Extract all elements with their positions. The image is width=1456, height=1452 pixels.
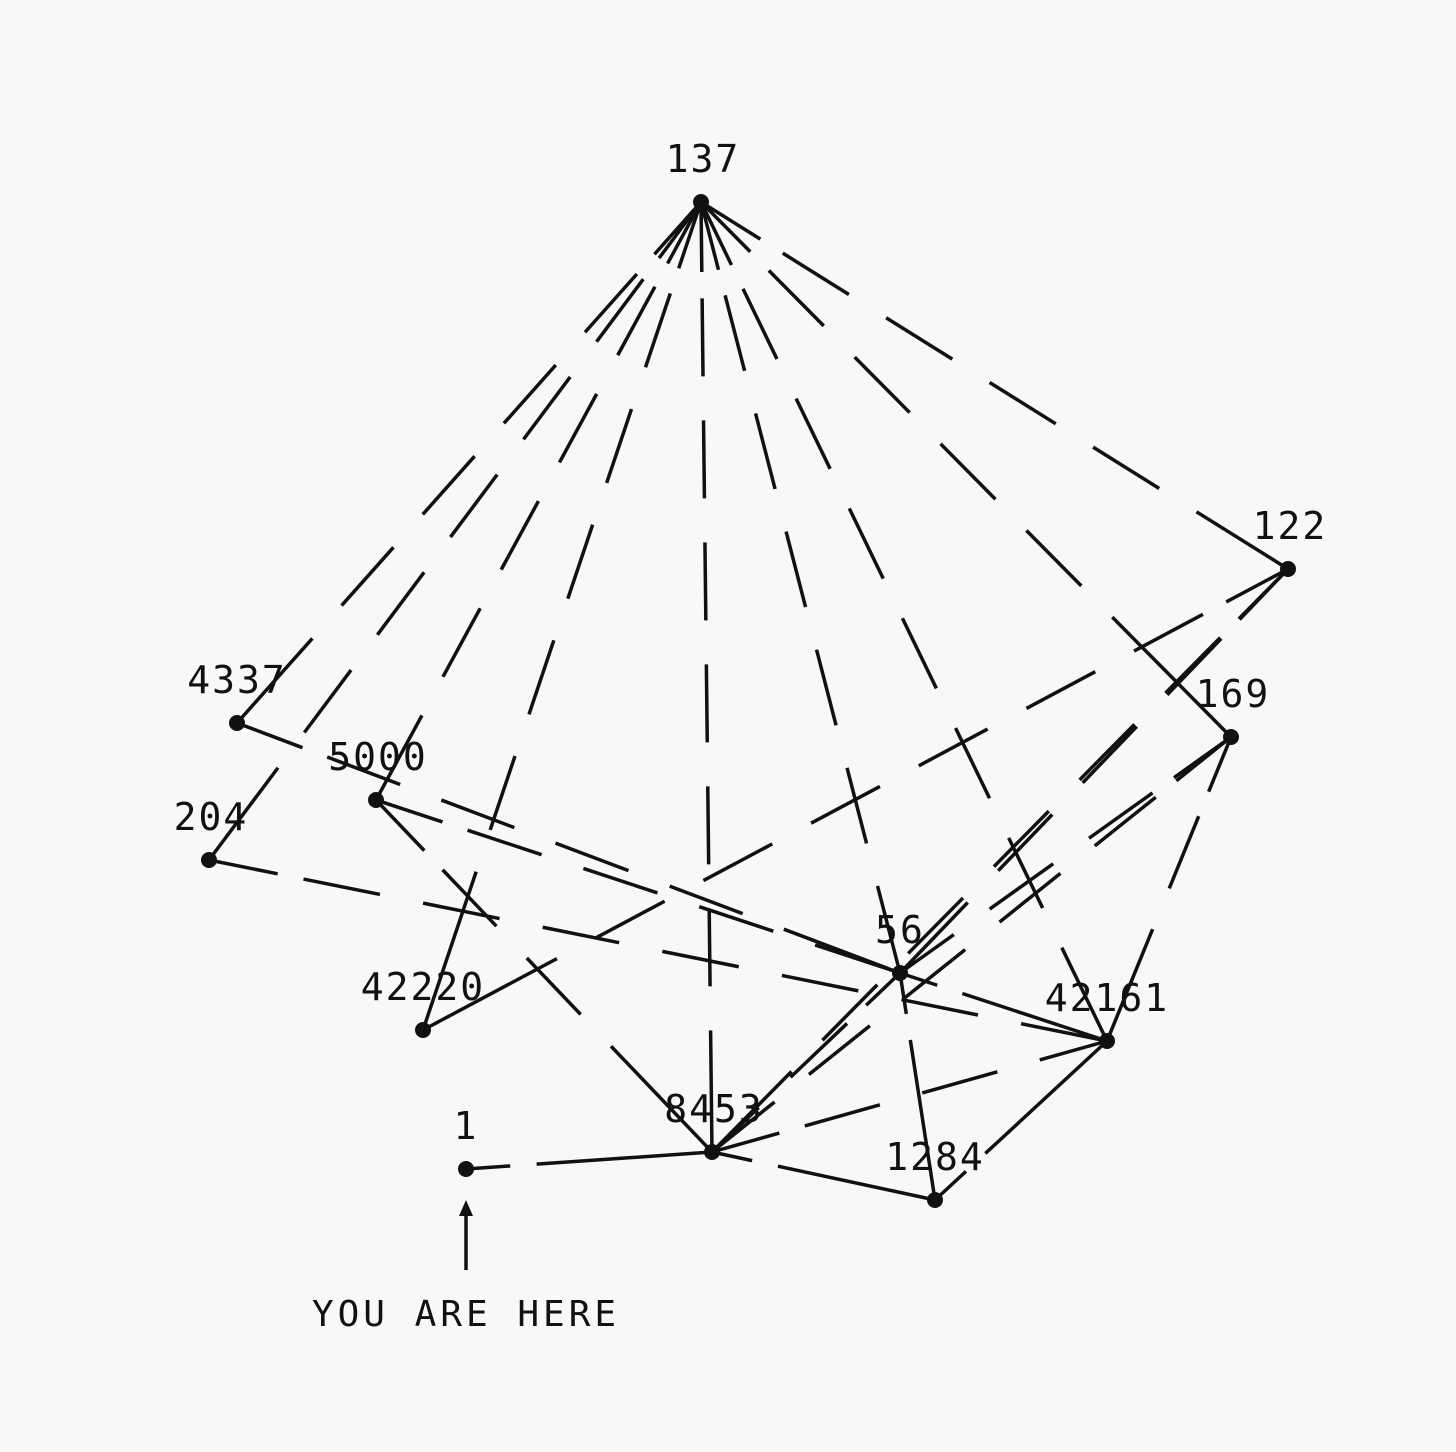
edge-169-42161 — [1105, 736, 1233, 1042]
node-42161: 42161 — [1045, 976, 1169, 1049]
edge-169-8453 — [710, 735, 1233, 1154]
node-label-8453: 8453 — [664, 1087, 764, 1131]
edge-8453-42161 — [711, 1039, 1108, 1154]
node-1: 1 — [454, 1104, 479, 1177]
edge-1-8453 — [465, 1150, 713, 1171]
edge-137-169 — [699, 200, 1233, 739]
node-8453: 8453 — [664, 1087, 764, 1160]
node-label-122: 122 — [1253, 504, 1328, 548]
edge-137-42220 — [421, 201, 703, 1031]
edge-56-8453 — [710, 971, 902, 1154]
node-label-4337: 4337 — [187, 658, 287, 702]
you-are-here-arrowhead-icon — [459, 1200, 473, 1216]
node-dot-42161 — [1099, 1033, 1115, 1049]
edge-137-122 — [700, 200, 1289, 571]
node-56: 56 — [875, 908, 925, 981]
node-label-169: 169 — [1196, 672, 1271, 716]
edge-137-56 — [699, 201, 902, 974]
node-4337: 4337 — [187, 658, 287, 731]
edge-56-1284 — [898, 972, 937, 1201]
edge-137-4337 — [235, 200, 703, 725]
edge-137-204 — [207, 200, 703, 862]
edge-122-42220 — [422, 567, 1289, 1032]
edge-137-8453 — [699, 201, 714, 1153]
node-label-56: 56 — [875, 908, 925, 952]
you-are-here-caption: YOU ARE HERE — [312, 1294, 620, 1335]
edge-122-56 — [898, 567, 1290, 975]
edge-5000-8453 — [374, 798, 714, 1154]
edge-group — [207, 200, 1290, 1202]
node-label-42220: 42220 — [361, 965, 485, 1009]
node-137: 137 — [666, 137, 741, 210]
node-label-42161: 42161 — [1045, 976, 1169, 1020]
edge-137-42161 — [699, 201, 1109, 1042]
node-dot-1284 — [927, 1192, 943, 1208]
node-204: 204 — [174, 795, 249, 868]
node-122: 122 — [1253, 504, 1328, 577]
node-dot-5000 — [368, 792, 384, 808]
node-dot-42220 — [415, 1022, 431, 1038]
edge-137-5000 — [374, 201, 703, 801]
node-dot-204 — [201, 852, 217, 868]
node-1284: 1284 — [885, 1135, 985, 1208]
node-dot-56 — [892, 965, 908, 981]
node-42220: 42220 — [361, 965, 485, 1038]
edge-204-42161 — [208, 858, 1108, 1043]
node-dot-169 — [1223, 729, 1239, 745]
you-are-here-marker: YOU ARE HERE — [312, 1200, 620, 1335]
node-dot-122 — [1280, 561, 1296, 577]
edge-5000-56 — [375, 798, 901, 975]
edge-4337-56 — [236, 721, 901, 975]
edge-56-42161 — [899, 971, 1108, 1043]
node-dot-4337 — [229, 715, 245, 731]
node-5000: 5000 — [328, 735, 428, 808]
node-label-5000: 5000 — [328, 735, 428, 779]
node-group: 137 122 169 4337 5000 204 56 42220 42161 8453 1 128… — [174, 137, 1328, 1208]
edge-8453-1284 — [711, 1150, 936, 1202]
edge-122-8453 — [710, 567, 1290, 1154]
edge-169-56 — [898, 735, 1233, 975]
node-label-137: 137 — [666, 137, 741, 181]
node-dot-8453 — [704, 1144, 720, 1160]
node-label-1: 1 — [454, 1104, 479, 1148]
node-label-204: 204 — [174, 795, 249, 839]
node-label-1284: 1284 — [885, 1135, 985, 1179]
node-dot-1 — [458, 1161, 474, 1177]
node-169: 169 — [1196, 672, 1271, 745]
node-dot-137 — [693, 194, 709, 210]
edge-1284-42161 — [933, 1039, 1109, 1202]
